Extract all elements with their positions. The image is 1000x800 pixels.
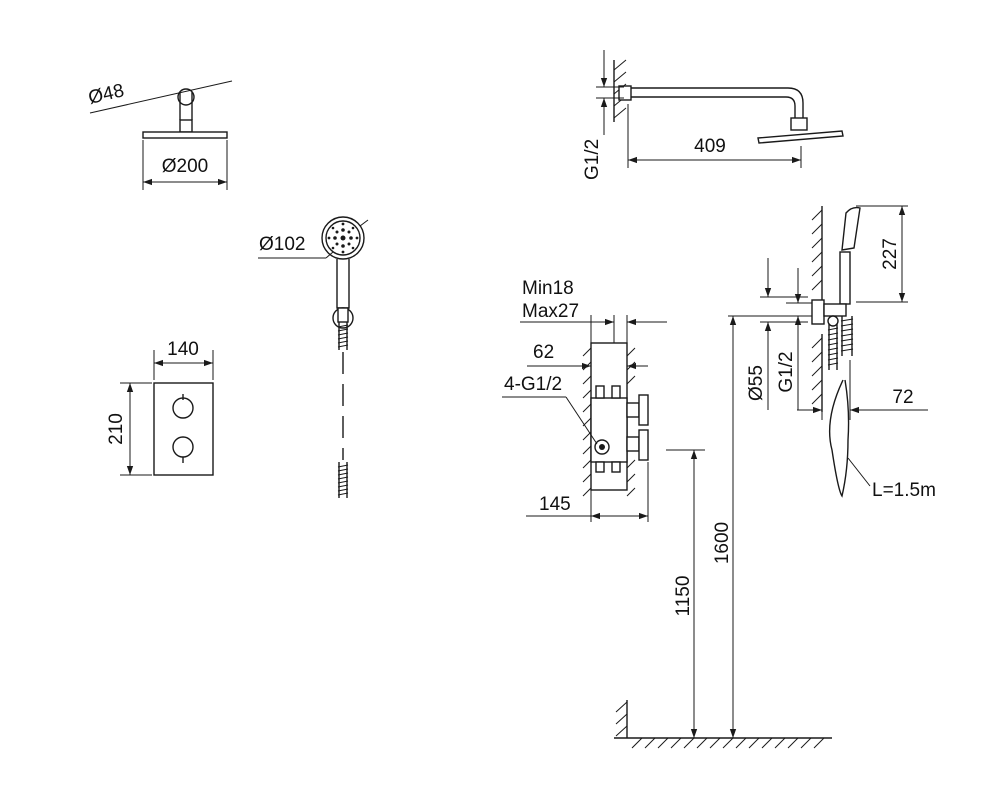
body-outlets-label: 4-G1/2 (504, 374, 562, 395)
floor-hatch (615, 701, 825, 749)
hand-shower-front-view (258, 216, 369, 498)
elbow-dia-label: Ø55 (746, 365, 767, 401)
holder-hose-coil (840, 318, 854, 352)
rain-arm-side-view (596, 50, 844, 168)
holder-height-label: 227 (880, 238, 901, 270)
hose-length-label: L=1.5m (872, 480, 936, 501)
valve-body-section (502, 315, 667, 522)
valve-height-label: 1150 (673, 576, 694, 617)
rain-head-dia-label: Ø200 (162, 156, 208, 177)
holder-offset-label: 72 (892, 387, 913, 408)
hose-loop (828, 379, 850, 498)
spray-nozzles (327, 222, 359, 254)
hose-length-leader (847, 457, 871, 487)
wall-min-label: Min18 (522, 278, 574, 299)
hand-shower-dia-label: Ø102 (259, 234, 305, 255)
elbow-hose-coil (827, 327, 839, 366)
hose-coil-bottom (337, 464, 349, 496)
hand-shower-holder-side-view (760, 205, 928, 498)
wall-hatch-right-side (811, 209, 823, 405)
rain-arm-dia-leader (89, 80, 233, 114)
elbow-thread-label: G1/2 (776, 351, 797, 392)
hose-coil-top (337, 324, 349, 348)
rain-arm-dia-label: Ø48 (86, 80, 126, 109)
wall-max-label: Max27 (522, 301, 579, 322)
valve-plate-front-view (120, 350, 214, 476)
rain-inlet-thread-label: G1/2 (582, 139, 603, 180)
wall-hatch-left (582, 347, 592, 497)
rain-arm-length-label: 409 (694, 136, 726, 157)
plate-width-label: 140 (167, 339, 199, 360)
wall-hatch-right (626, 347, 636, 497)
body-depth-label: 62 (533, 342, 554, 363)
body-width-label: 145 (539, 494, 571, 515)
outlet-height-label: 1600 (712, 522, 733, 564)
plate-height-label: 210 (106, 413, 127, 445)
rain-head-top-view (89, 80, 233, 190)
